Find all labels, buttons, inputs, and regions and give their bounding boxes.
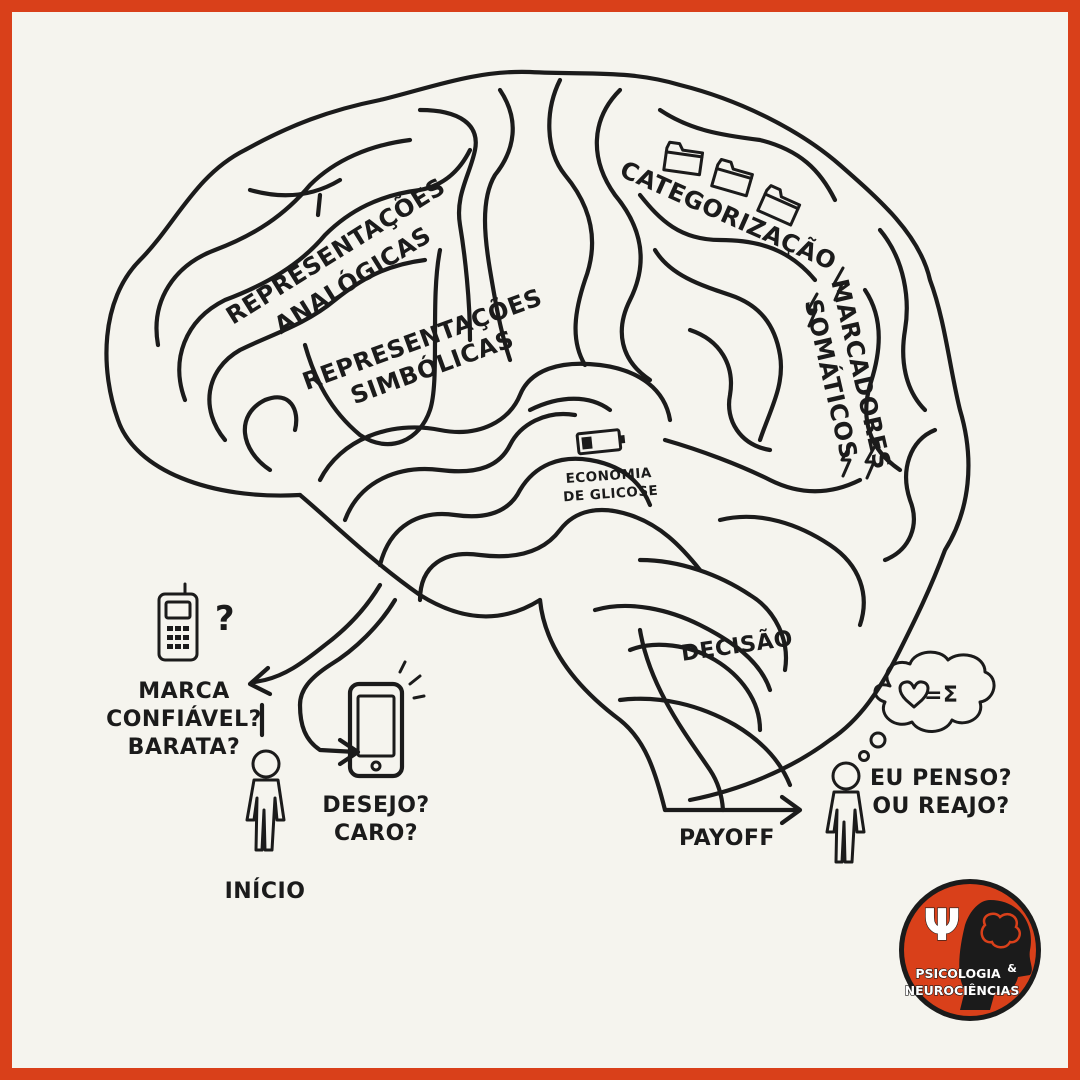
label-marca-1: MARCA bbox=[138, 679, 230, 704]
brain-outline bbox=[104, 69, 971, 803]
thought-formula: =Σ bbox=[924, 683, 958, 708]
brain-stem-line bbox=[537, 597, 668, 813]
folder-icon bbox=[662, 140, 705, 177]
arrow-icon bbox=[779, 794, 803, 826]
person-icon bbox=[825, 761, 866, 864]
lightning-icon bbox=[840, 442, 853, 478]
label-decisao: DECISÃO bbox=[679, 625, 794, 666]
label-marca-3: BARATA? bbox=[128, 735, 241, 760]
heart-icon bbox=[898, 680, 930, 709]
decision-path bbox=[247, 582, 803, 826]
path-to-smartphone bbox=[297, 702, 359, 755]
folder-icons bbox=[662, 140, 802, 227]
brain-maze-diagram: REPRESENTAÇÕES ANALÓGICAS REPRESENTAÇÕES… bbox=[104, 69, 1041, 1021]
folder-icon bbox=[710, 157, 754, 198]
label-penso-2: OU REAJO? bbox=[872, 794, 1009, 819]
question-mark: ? bbox=[215, 599, 235, 639]
thought-bubble-icon: =Σ bbox=[858, 650, 996, 762]
label-payoff: PAYOFF bbox=[679, 826, 775, 851]
label-marca-2: CONFIÁVEL? bbox=[106, 706, 262, 732]
label-desejo-1: DESEJO? bbox=[322, 793, 429, 818]
brain-mini-icon bbox=[980, 912, 1021, 949]
person-icon bbox=[245, 749, 286, 852]
head-silhouette-icon bbox=[959, 900, 1032, 1010]
path-left-channel-inner bbox=[297, 597, 398, 708]
brand-logo: Ψ PSICOLOGIA & NEUROCIÊNCIAS bbox=[899, 879, 1041, 1021]
illustration-canvas: REPRESENTAÇÕES ANALÓGICAS REPRESENTAÇÕES… bbox=[12, 12, 1068, 1068]
logo-line-1: PSICOLOGIA bbox=[915, 966, 1001, 981]
label-economia-2: DE GLICOSE bbox=[563, 483, 659, 506]
path-labels: MARCA CONFIÁVEL? BARATA? DESEJO? CARO? I… bbox=[106, 679, 1012, 904]
lightning-icon bbox=[832, 266, 845, 302]
folder-icon bbox=[756, 184, 802, 227]
lightning-icon bbox=[864, 444, 877, 480]
logo-ampersand: & bbox=[1007, 962, 1017, 975]
feature-phone-icon bbox=[157, 582, 199, 662]
arrow-icon bbox=[247, 665, 273, 697]
label-penso-1: EU PENSO? bbox=[870, 766, 1012, 791]
lightning-icons bbox=[806, 266, 877, 480]
psi-symbol: Ψ bbox=[923, 900, 960, 951]
battery-icon bbox=[575, 428, 626, 456]
brain-maze bbox=[104, 69, 971, 813]
path-stem-right bbox=[637, 627, 726, 813]
smartphone-icon bbox=[347, 681, 405, 779]
path-left-channel bbox=[252, 582, 383, 685]
lightning-icon bbox=[806, 292, 819, 328]
label-economia-1: ECONOMIA bbox=[565, 465, 652, 487]
label-desejo-2: CARO? bbox=[334, 821, 418, 846]
notification-lines bbox=[398, 660, 426, 700]
logo-line-2: NEUROCIÊNCIAS bbox=[905, 983, 1020, 998]
region-labels: REPRESENTAÇÕES ANALÓGICAS REPRESENTAÇÕES… bbox=[220, 154, 896, 666]
label-inicio: INÍCIO bbox=[225, 878, 306, 904]
